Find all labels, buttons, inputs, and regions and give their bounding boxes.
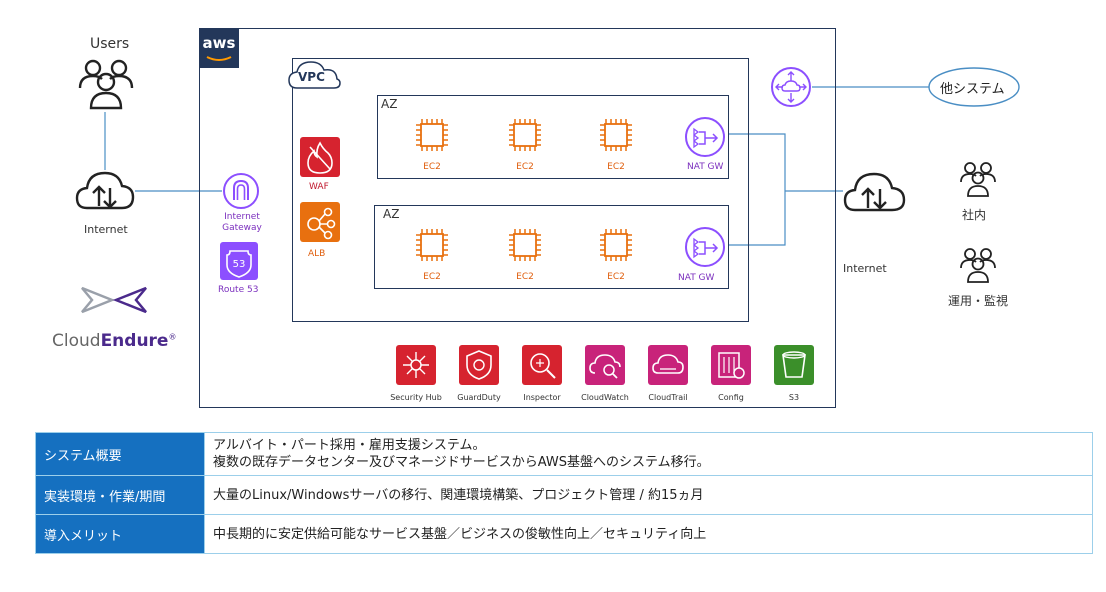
table-header-overview: システム概要 xyxy=(35,432,205,476)
ec2-label: EC2 xyxy=(516,272,534,282)
igw-label-line1: Internet xyxy=(224,212,260,222)
ec2-label: EC2 xyxy=(516,162,534,172)
table-header-environment: 実装環境・作業/期間 xyxy=(35,475,205,515)
cloudendure-wordmark: CloudEndure® xyxy=(52,331,176,351)
table-cell-merit: 中長期的に安定供給可能なサービス基盤／ビジネスの俊敏性向上／セキュリティ向上 xyxy=(204,514,1093,554)
internet-cloud-icon xyxy=(75,171,135,210)
internet-right-cloud-icon xyxy=(843,172,906,212)
table-row-merit: 導入メリット 中長期的に安定供給可能なサービス基盤／ビジネスの俊敏性向上／セキュ… xyxy=(35,514,1093,554)
az-box-1 xyxy=(377,95,729,179)
info-table: システム概要 アルバイト・パート採用・雇用支援システム。 複数の既存データセンタ… xyxy=(35,432,1093,554)
users-label: Users xyxy=(90,36,130,52)
overview-line1: アルバイト・パート採用・雇用支援システム。 xyxy=(213,438,486,453)
ec2-chip-icon xyxy=(416,229,448,261)
cloudendure-logo-icon xyxy=(81,286,147,314)
internet-gateway-label: Internet Gateway xyxy=(220,212,264,234)
nat-gateway-icon-1 xyxy=(685,117,725,157)
ec2-label: EC2 xyxy=(423,272,441,282)
connection-lines xyxy=(104,86,929,246)
alb-icon xyxy=(300,202,340,242)
service-label: S3 xyxy=(788,393,800,402)
internet-right-label: Internet xyxy=(843,262,887,275)
ec2-label: EC2 xyxy=(607,272,625,282)
overview-line2: 複数の既存データセンター及びマネージドサービスからAWS基盤へのシステム移行。 xyxy=(213,455,710,470)
cloudendure-prefix: Cloud xyxy=(52,331,101,351)
route53-shield-icon: 53 xyxy=(226,250,252,278)
waf-label: WAF xyxy=(309,182,329,192)
az-box-2 xyxy=(374,205,729,289)
other-system-ellipse xyxy=(928,67,1020,107)
svg-text:53: 53 xyxy=(233,259,246,270)
aws-smile-icon xyxy=(206,56,232,61)
service-label: GuardDuty xyxy=(457,393,501,402)
cloudtrail-icon xyxy=(648,345,688,385)
ec2-chip-icon xyxy=(600,229,632,261)
service-label: CloudWatch xyxy=(581,393,629,402)
alb-nodes-icon xyxy=(307,207,336,240)
ec2-chip-icon xyxy=(509,119,541,151)
aws-cloud-box xyxy=(199,28,836,408)
ec2-label: EC2 xyxy=(607,162,625,172)
table-row-overview: システム概要 アルバイト・パート採用・雇用支援システム。 複数の既存データセンタ… xyxy=(35,432,1093,476)
az-label-2: AZ xyxy=(383,207,400,221)
security-hub-icon xyxy=(396,345,436,385)
config-icon xyxy=(711,345,751,385)
aws-logo-text: aws xyxy=(202,34,236,52)
vpc-label: VPC xyxy=(298,70,325,84)
ec2-chip-icon xyxy=(509,229,541,261)
unyo-label: 運用・監視 xyxy=(948,294,1009,308)
service-label: Inspector xyxy=(523,393,561,402)
nat-label-2: NAT GW xyxy=(678,273,715,283)
other-system-label: 他システム xyxy=(940,82,1005,97)
nat-label-1: NAT GW xyxy=(687,162,724,172)
ec2-label: EC2 xyxy=(423,162,441,172)
service-label: Config xyxy=(718,393,744,402)
route53-label: Route 53 xyxy=(218,285,259,295)
guardduty-icon xyxy=(459,345,499,385)
service-label: CloudTrail xyxy=(648,393,688,402)
cloudendure-suffix: Endure xyxy=(100,331,169,351)
waf-icon xyxy=(300,137,340,177)
table-row-environment: 実装環境・作業/期間 大量のLinux/Windowsサーバの移行、関連環境構築… xyxy=(35,475,1093,515)
route53-icon: 53 xyxy=(220,242,258,280)
unyo-users-icon xyxy=(960,248,996,283)
users-icon xyxy=(78,59,134,110)
shanai-label: 社内 xyxy=(962,208,987,222)
waf-flame-icon xyxy=(307,141,333,174)
inspector-icon xyxy=(522,345,562,385)
table-cell-environment: 大量のLinux/Windowsサーバの移行、関連環境構築、プロジェクト管理 /… xyxy=(204,475,1093,515)
nat-gateway-icon-2 xyxy=(685,227,725,267)
aws-logo: aws xyxy=(199,28,239,68)
router-icon xyxy=(771,67,811,107)
cloudendure-reg: ® xyxy=(168,332,177,342)
shanai-users-icon xyxy=(960,162,996,197)
vpc-box xyxy=(292,58,749,322)
ec2-chip-icon xyxy=(416,119,448,151)
cloudwatch-icon xyxy=(585,345,625,385)
service-label: Security Hub xyxy=(390,393,442,402)
alb-label: ALB xyxy=(308,249,326,259)
vpc-cloud-icon xyxy=(288,61,341,89)
internet-gateway-icon xyxy=(223,173,259,209)
internet-left-label: Internet xyxy=(84,223,128,236)
igw-label-line2: Gateway xyxy=(222,223,262,233)
az-label-1: AZ xyxy=(381,97,398,111)
table-header-merit: 導入メリット xyxy=(35,514,205,554)
table-cell-overview: アルバイト・パート採用・雇用支援システム。 複数の既存データセンター及びマネージ… xyxy=(204,432,1093,476)
ec2-chip-icon xyxy=(600,119,632,151)
s3-icon xyxy=(774,345,814,385)
